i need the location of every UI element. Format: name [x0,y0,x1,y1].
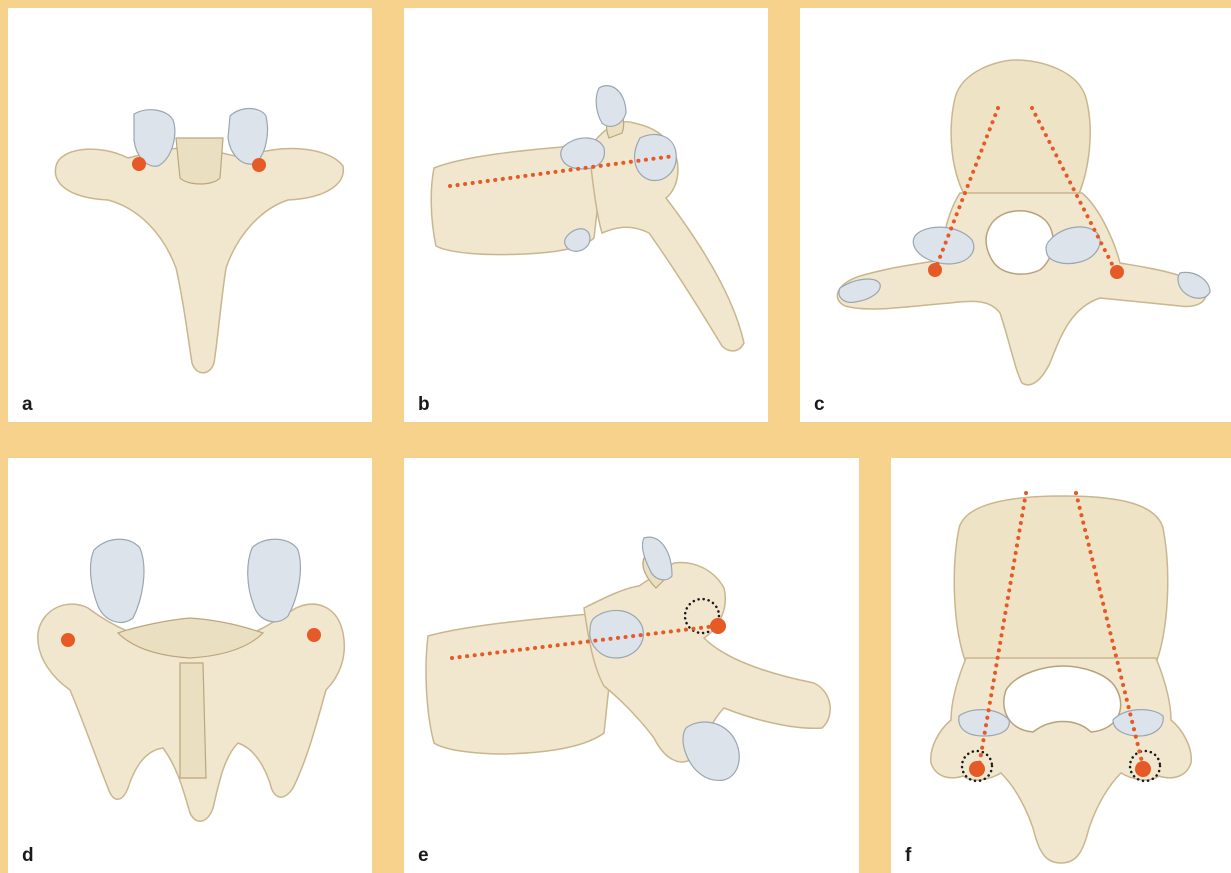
panel-label-f: f [905,845,911,867]
marker-right [252,158,266,172]
vertebra-illustration-c [800,8,1231,422]
vertebra-illustration-d [8,458,372,873]
panel-label-d: d [22,845,34,867]
vertebra-illustration-f [891,458,1231,873]
vertebra-illustration-b [404,8,768,422]
panel-e: e [404,458,859,873]
panel-label-e: e [418,845,429,867]
vertebra-illustration-a [8,8,372,422]
panel-b: b [404,8,768,422]
panel-label-b: b [418,394,430,416]
panel-label-a: a [22,394,33,416]
marker-left [132,157,146,171]
panel-d: d [8,458,372,873]
panel-label-c: c [814,394,825,416]
vertebra-illustration-e [404,458,859,873]
panel-a: a [8,8,372,422]
panel-c: c [800,8,1231,422]
panel-f: f [891,458,1231,873]
